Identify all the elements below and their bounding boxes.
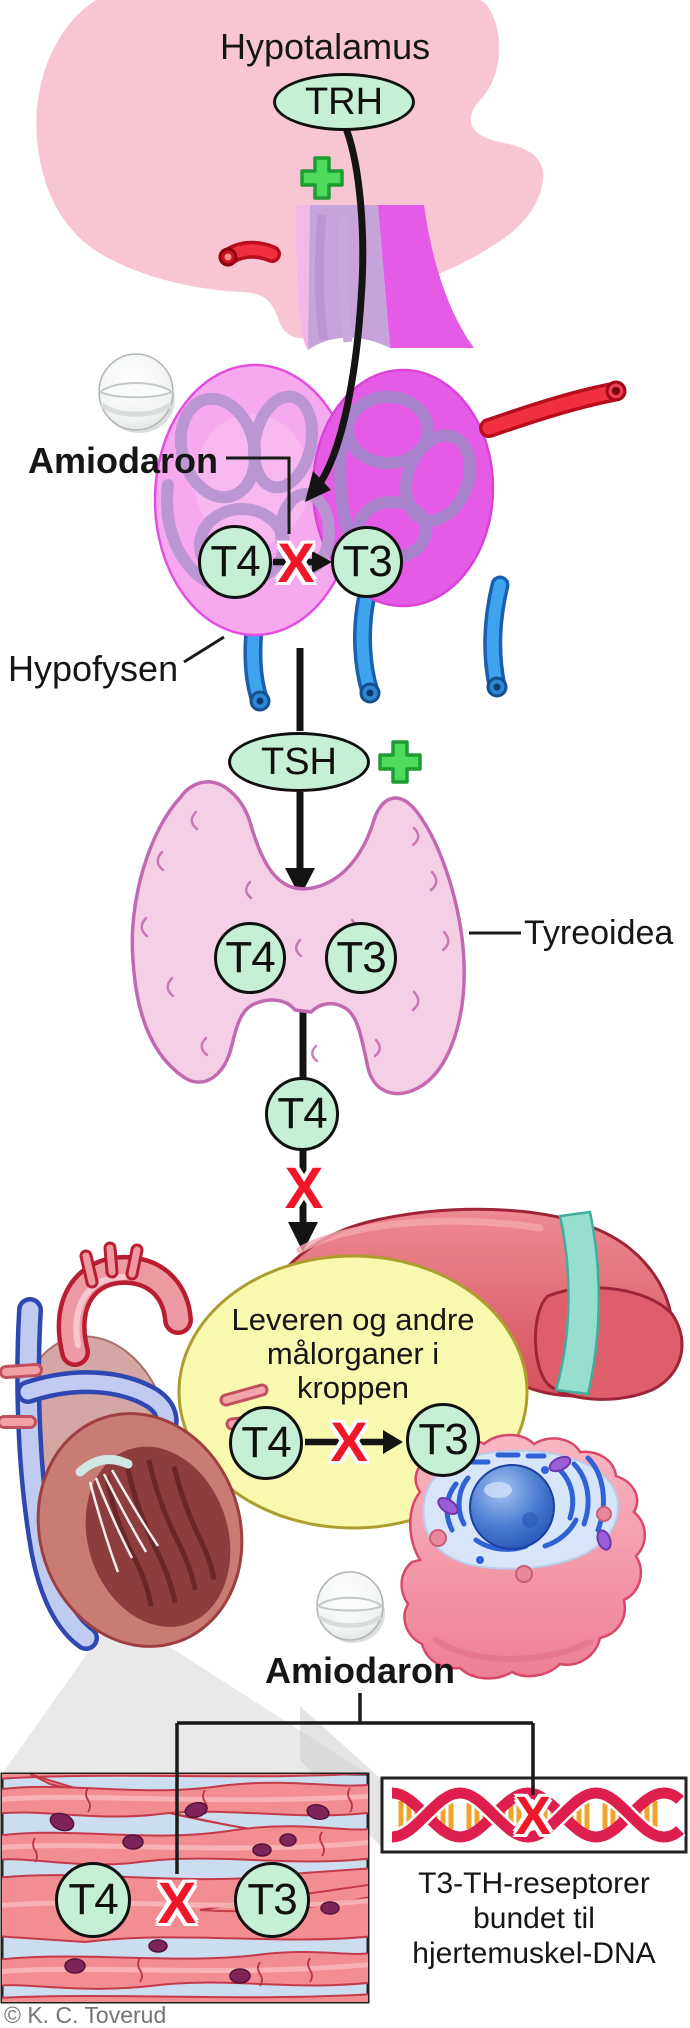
artery-stub-right <box>479 380 627 438</box>
hormone-badge-t3-thyroid: T3 <box>325 922 397 994</box>
artery-stub-left <box>218 240 281 267</box>
blocked-x-target: X <box>330 1410 368 1473</box>
trh-to-pituitary-arrow <box>305 127 367 502</box>
t4-t3-pituitary-arrow <box>273 551 332 573</box>
pituitary-label: Hypofysen <box>8 648 179 689</box>
pituitary-stalk <box>296 205 474 350</box>
magnifier-cone-heart <box>2 1630 368 1774</box>
hormone-badge-tsh: TSH <box>228 732 370 792</box>
target-organs-line3: kroppen <box>296 1370 410 1405</box>
vein-stubs <box>243 575 510 712</box>
amiodarone-label-bottom: Amiodaron <box>264 1650 455 1691</box>
dna-caption-line3: hjertemuskel-DNA <box>412 1937 656 1970</box>
hormone-badge-trh: TRH <box>273 73 415 131</box>
tsh-to-thyroid-arrow <box>285 792 315 897</box>
hormone-badge-t4-pituitary: T4 <box>198 525 272 599</box>
t4-t3-target-arrow <box>305 1430 403 1454</box>
heart-illustration <box>0 1241 275 1651</box>
dna-panel <box>380 1776 688 1854</box>
label-leader-lines <box>183 456 521 935</box>
stimulation-plus-icon-trh <box>300 156 344 200</box>
amiodarone-label-top: Amiodaron <box>28 440 219 481</box>
blocked-x-circulating: X <box>284 1156 324 1221</box>
dna-caption: T3-TH-reseptorer bundet til hjertemuskel… <box>384 1866 684 1971</box>
amiodarone-bracket-lines <box>175 1693 535 1874</box>
dna-caption-line1: T3-TH-reseptorer <box>418 1867 650 1900</box>
target-organs-line1: Leveren og andre <box>231 1302 475 1337</box>
blocked-x-muscle: X <box>157 1871 197 1936</box>
hormone-badge-t4-muscle: T4 <box>55 1862 131 1938</box>
blocked-x-pituitary: X <box>277 531 315 594</box>
hormone-badge-t4-target: T4 <box>229 1406 303 1480</box>
target-organs-text: Leveren og andre målorganer i kroppen <box>203 1303 503 1405</box>
hormone-badge-t4-thyroid: T4 <box>214 922 286 994</box>
t4-to-target-arrow <box>288 1150 318 1252</box>
hormone-badge-t3-muscle: T3 <box>234 1862 310 1938</box>
pituitary-gland <box>153 363 495 637</box>
credit-text: © K. C. Toverud <box>4 2002 167 2028</box>
target-organs-line2: målorganer i <box>266 1336 440 1371</box>
hormone-badge-t3-pituitary: T3 <box>331 526 403 598</box>
dna-helix <box>391 1784 686 1846</box>
hypothalamus-label: Hypotalamus <box>220 26 431 67</box>
hormone-badge-t4-circulating: T4 <box>265 1077 339 1151</box>
amiodarone-pill-icon-top <box>98 353 175 433</box>
dna-caption-line2: bundet til <box>473 1902 595 1935</box>
hormone-badge-t3-target: T3 <box>406 1403 480 1477</box>
stimulation-plus-icon-tsh <box>378 740 422 784</box>
amiodarone-pill-icon-bottom <box>316 1571 385 1643</box>
blocked-x-dna: X <box>514 1786 552 1846</box>
thyroid-label: Tyreoidea <box>524 914 674 952</box>
